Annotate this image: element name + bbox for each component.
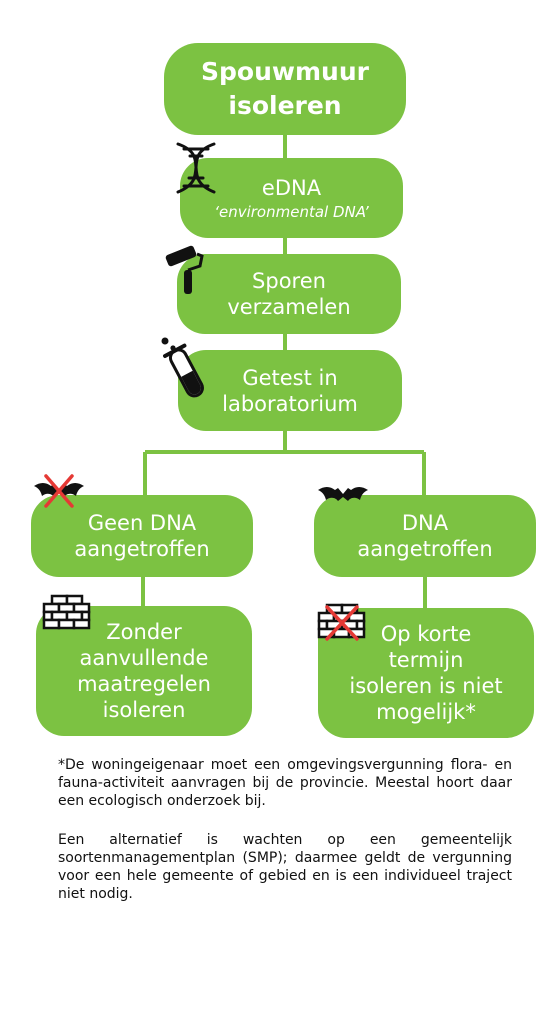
result-label: Geen DNA <box>87 511 197 535</box>
bat-icon <box>318 487 368 501</box>
result-geen-dna: Geen DNA aangetroffen <box>31 495 253 577</box>
action-label: aanvullende <box>79 646 209 670</box>
result-dna-aangetroffen: DNA aangetroffen <box>314 495 536 577</box>
paint-roller-icon <box>165 245 204 294</box>
action-label: maatregelen <box>77 672 211 696</box>
step-label: Getest in <box>242 365 338 390</box>
step-sporen-verzamelen: Sporen verzamelen <box>177 254 401 334</box>
action-label: isoleren is niet <box>349 674 503 698</box>
step-label: eDNA <box>261 176 322 200</box>
result-label: DNA <box>401 511 449 535</box>
action-label: Zonder <box>106 620 182 644</box>
step-label: verzamelen <box>227 295 351 319</box>
action-label: Op korte <box>380 622 472 646</box>
crossed-brick-wall-icon <box>317 603 366 641</box>
result-label: aangetroffen <box>74 537 210 561</box>
brick-wall-icon <box>42 594 91 630</box>
alternative-note-text: Een alternatief is wachten op een gemeen… <box>58 832 512 902</box>
crossed-bat-icon <box>34 474 84 508</box>
step-label: laboratorium <box>222 391 358 416</box>
title-box: Spouwmuur isoleren <box>164 43 406 135</box>
action-label: isoleren <box>102 698 186 722</box>
footnote-text: *De woningeigenaar moet een omgevingsver… <box>58 757 512 809</box>
dna-helix-icon <box>176 142 216 194</box>
title-line: Spouwmuur <box>201 57 369 86</box>
step-getest-in-laboratorium: Getest in laboratorium <box>178 350 402 431</box>
test-tube-icon <box>161 337 204 398</box>
result-label: aangetroffen <box>357 537 493 561</box>
action-label: mogelijk* <box>376 700 476 724</box>
title-line: isoleren <box>228 91 342 120</box>
step-edna: eDNA ‘environmental DNA’ <box>180 158 403 238</box>
step-subtitle: ‘environmental DNA’ <box>214 203 369 221</box>
step-label: Sporen <box>252 269 326 293</box>
action-label: termijn <box>388 648 464 672</box>
